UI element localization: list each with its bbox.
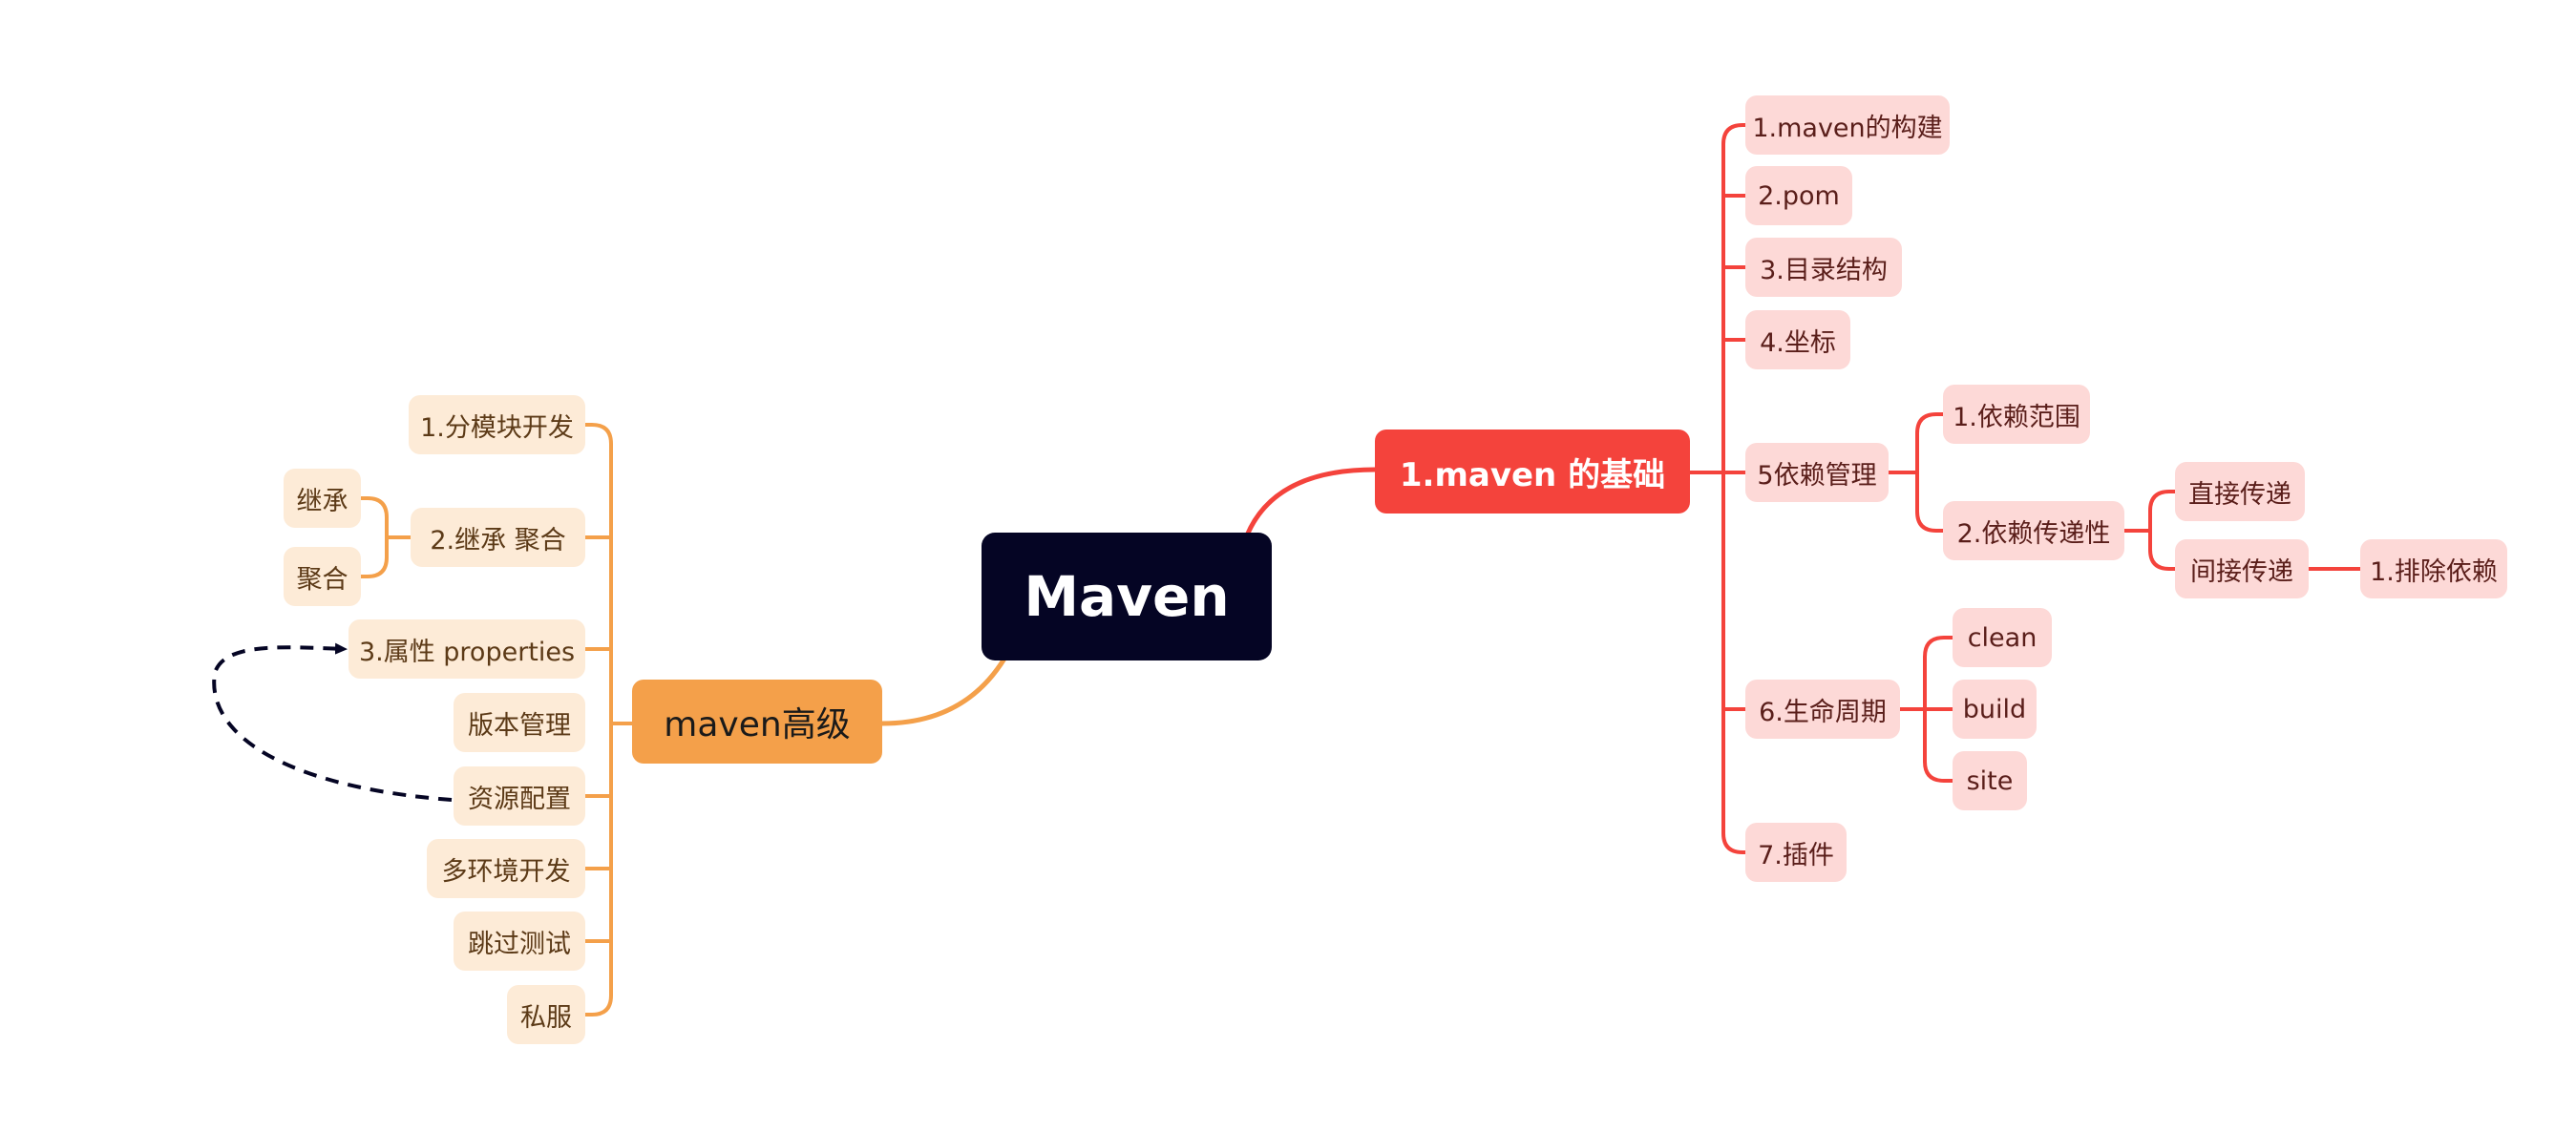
topic-indirect-transitive[interactable]: 间接传递 [2175,539,2309,598]
topic-pom[interactable]: 2.pom [1745,166,1852,225]
topic-resource-config[interactable]: 资源配置 [454,766,585,826]
topic-lifecycle[interactable]: 6.生命周期 [1745,680,1900,739]
topic-dependency-management[interactable]: 5依赖管理 [1745,443,1889,502]
branch-maven-advanced[interactable]: maven高级 [632,680,882,764]
topic-properties[interactable]: 3.属性 properties [348,619,585,679]
link-root-basics [1244,467,1376,536]
link-root-advanced [881,657,1007,726]
root-topic[interactable]: Maven [982,533,1272,660]
relationship-dashed-arrow [212,642,453,802]
topic-skip-tests[interactable]: 跳过测试 [454,912,585,971]
topic-inherit-aggregate[interactable]: 2.继承 聚合 [411,508,585,567]
topic-private-repo[interactable]: 私服 [507,985,585,1044]
topic-module-development[interactable]: 1.分模块开发 [409,395,585,454]
topic-direct-transitive[interactable]: 直接传递 [2175,462,2305,521]
basics-connectors [1690,123,2360,854]
topic-lifecycle-build[interactable]: build [1953,680,2037,739]
topic-dependency-transitivity[interactable]: 2.依赖传递性 [1943,501,2124,560]
topic-coordinates[interactable]: 4.坐标 [1745,310,1850,369]
topic-aggregate[interactable]: 聚合 [284,547,361,606]
topic-directory-structure[interactable]: 3.目录结构 [1745,238,1902,297]
branch-maven-basics[interactable]: 1.maven 的基础 [1375,430,1690,514]
topic-dependency-scope[interactable]: 1.依赖范围 [1943,385,2090,444]
topic-plugins[interactable]: 7.插件 [1745,823,1847,882]
topic-lifecycle-clean[interactable]: clean [1953,608,2052,667]
topic-lifecycle-site[interactable]: site [1953,751,2027,810]
topic-version-management[interactable]: 版本管理 [454,693,585,752]
topic-multi-env[interactable]: 多环境开发 [427,839,585,898]
topic-exclude-dependency[interactable]: 1.排除依赖 [2360,539,2507,598]
topic-inherit[interactable]: 继承 [284,469,361,528]
topic-maven-build[interactable]: 1.maven的构建 [1745,95,1950,155]
